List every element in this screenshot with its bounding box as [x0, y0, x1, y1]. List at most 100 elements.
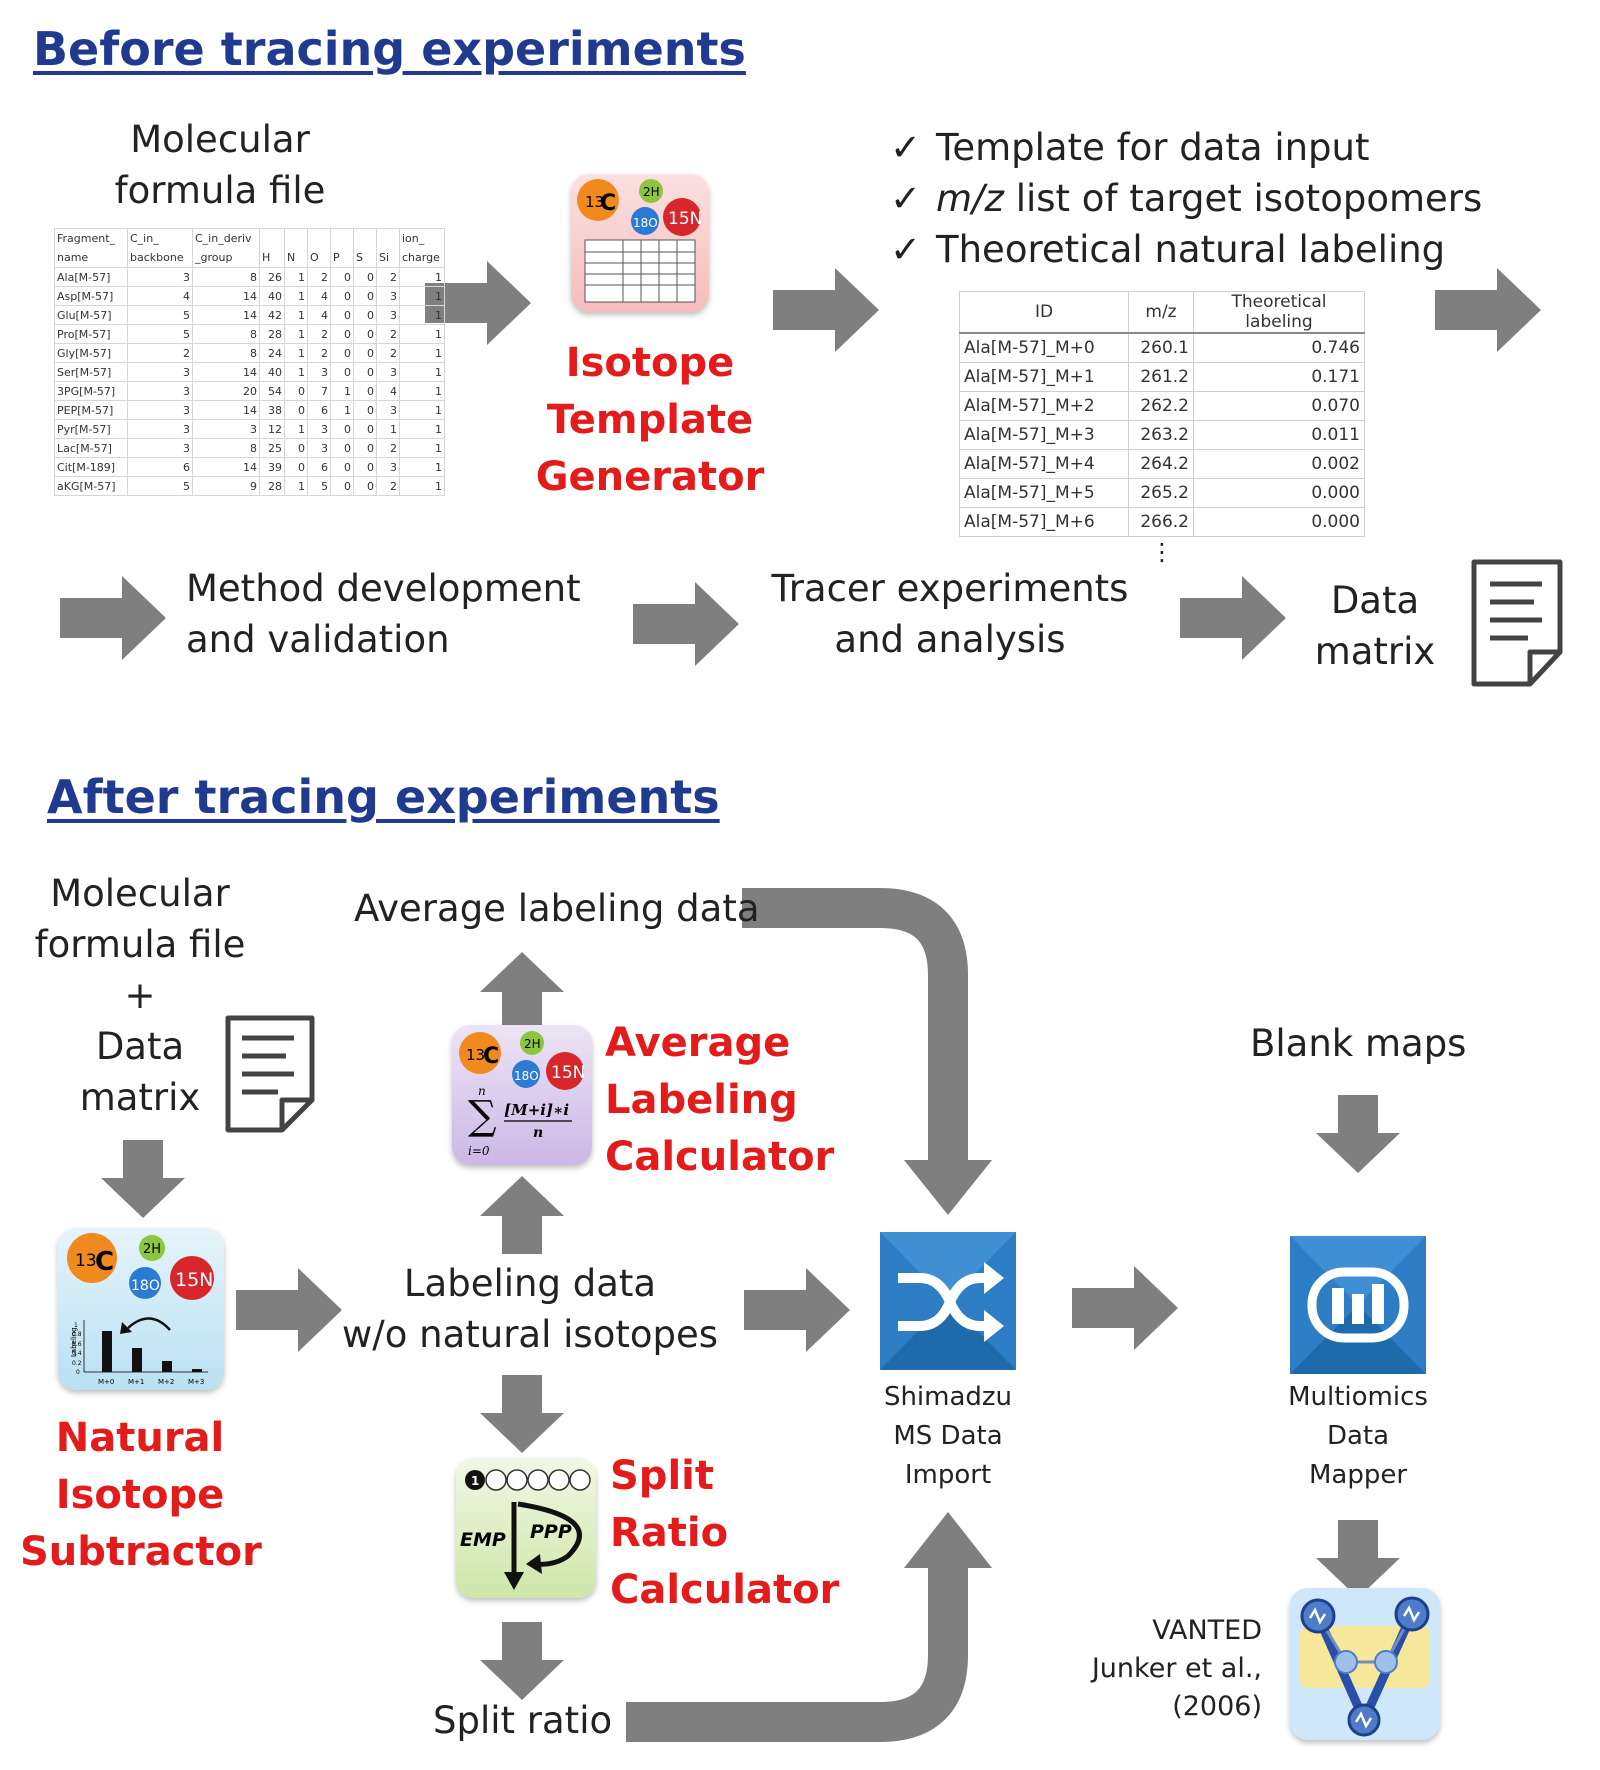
output-check-item: ✓m/z list of target isotopomers: [890, 173, 1482, 224]
svg-text:18O: 18O: [131, 1278, 160, 1294]
formula-cell: 3: [376, 400, 400, 420]
formula-cell: 0: [330, 457, 354, 477]
formula-cell: 1: [284, 324, 308, 344]
svg-text:∑: ∑: [468, 1093, 497, 1139]
arrow-to-outputs: [773, 268, 879, 352]
theory-header-cell: ID: [959, 291, 1129, 334]
formula-cell: 6: [127, 457, 193, 477]
formula-cell: 0: [330, 305, 354, 325]
theory-cell: 266.2: [1128, 507, 1194, 537]
formula-cell: 40: [259, 286, 285, 306]
path-avg-to-shimadzu: [742, 888, 968, 1170]
formula-header-cell: C_in_backbone: [127, 228, 193, 268]
document-icon: [1471, 559, 1563, 687]
svg-text:M+0: M+0: [98, 1378, 114, 1386]
formula-cell: Glu[M-57]: [54, 305, 128, 325]
formula-cell: Gly[M-57]: [54, 343, 128, 363]
formula-cell: 5: [307, 476, 331, 496]
formula-cell: 0: [284, 438, 308, 458]
multiomics-label: Multiomics Data Mapper: [1288, 1382, 1428, 1490]
formula-cell: 12: [259, 419, 285, 439]
formula-cell: 14: [192, 362, 260, 382]
formula-cell: Ser[M-57]: [54, 362, 128, 382]
formula-cell: 3: [376, 305, 400, 325]
formula-cell: 9: [192, 476, 260, 496]
svg-text:C: C: [600, 191, 616, 216]
formula-cell: 0: [330, 286, 354, 306]
svg-text:PPP: PPP: [530, 1521, 572, 1543]
formula-cell: 38: [259, 400, 285, 420]
svg-text:0.2: 0.2: [72, 1360, 82, 1367]
formula-cell: 1: [284, 476, 308, 496]
formula-cell: Pro[M-57]: [54, 324, 128, 344]
formula-cell: Pyr[M-57]: [54, 419, 128, 439]
document-icon-2: [225, 1015, 315, 1133]
formula-cell: 14: [192, 400, 260, 420]
checkmark-icon: ✓: [890, 177, 922, 220]
formula-cell: 3: [127, 438, 193, 458]
theory-cell: 265.2: [1128, 478, 1194, 508]
formula-cell: 0: [353, 286, 377, 306]
formula-cell: 1: [284, 267, 308, 287]
formula-cell: 2: [376, 343, 400, 363]
formula-cell: 6: [307, 457, 331, 477]
theory-cell: 260.1: [1128, 332, 1194, 363]
formula-cell: 14: [192, 286, 260, 306]
svg-text:0.6: 0.6: [72, 1341, 82, 1348]
split-ratio-calculator-label: Split Ratio Calculator: [610, 1453, 840, 1613]
theory-cell: 264.2: [1128, 449, 1194, 479]
formula-cell: 0: [353, 419, 377, 439]
formula-cell: 0: [284, 457, 308, 477]
natural-isotope-subtractor-label: Natural Isotope Subtractor: [20, 1415, 262, 1575]
formula-cell: 0: [330, 267, 354, 287]
formula-cell: 2: [376, 267, 400, 287]
formula-cell: Asp[M-57]: [54, 286, 128, 306]
formula-cell: Lac[M-57]: [54, 438, 128, 458]
output-check-item: ✓Theoretical natural labeling: [890, 224, 1482, 275]
formula-cell: 0: [330, 343, 354, 363]
formula-cell: 0: [284, 400, 308, 420]
formula-cell: 1: [399, 457, 445, 477]
formula-cell: 8: [192, 324, 260, 344]
formula-cell: 1: [330, 381, 354, 401]
formula-cell: 0: [353, 343, 377, 363]
formula-cell: 39: [259, 457, 285, 477]
theory-cell: 262.2: [1128, 391, 1194, 421]
svg-text:M+1: M+1: [128, 1378, 144, 1386]
shimadzu-icon: [880, 1232, 1016, 1370]
formula-cell: 14: [192, 305, 260, 325]
theory-cell: 0.000: [1193, 478, 1365, 508]
formula-cell: 2: [376, 476, 400, 496]
output-checklist: ✓Template for data input✓m/z list of tar…: [890, 122, 1482, 275]
formula-cell: 1: [376, 419, 400, 439]
data-matrix-label: Data matrix: [1314, 579, 1436, 673]
checkmark-icon: ✓: [890, 126, 922, 169]
formula-header-cell: N: [284, 228, 308, 268]
arrow-to-labeling-data: [236, 1268, 342, 1352]
formula-cell: 1: [399, 362, 445, 382]
svg-text:0.4: 0.4: [72, 1350, 82, 1357]
arrow-to-split-ratio: [480, 1622, 564, 1700]
formula-cell: 0: [284, 381, 308, 401]
formula-cell: 0: [353, 362, 377, 382]
formula-cell: 1: [284, 286, 308, 306]
theory-cell: Ala[M-57]_M+4: [959, 449, 1129, 479]
formula-header-cell: Si: [376, 228, 400, 268]
arrow-to-avg-labeling-data: [480, 952, 564, 1030]
formula-cell: 1: [399, 286, 445, 306]
svg-text:18O: 18O: [633, 216, 658, 230]
formula-header-cell: C_in_deriv_group: [192, 228, 260, 268]
formula-cell: 1: [399, 476, 445, 496]
path-split-to-shimadzu: [626, 1560, 968, 1742]
formula-cell: 6: [307, 400, 331, 420]
svg-text:13: 13: [585, 193, 604, 211]
table-ellipsis: ⋮: [1150, 538, 1174, 566]
